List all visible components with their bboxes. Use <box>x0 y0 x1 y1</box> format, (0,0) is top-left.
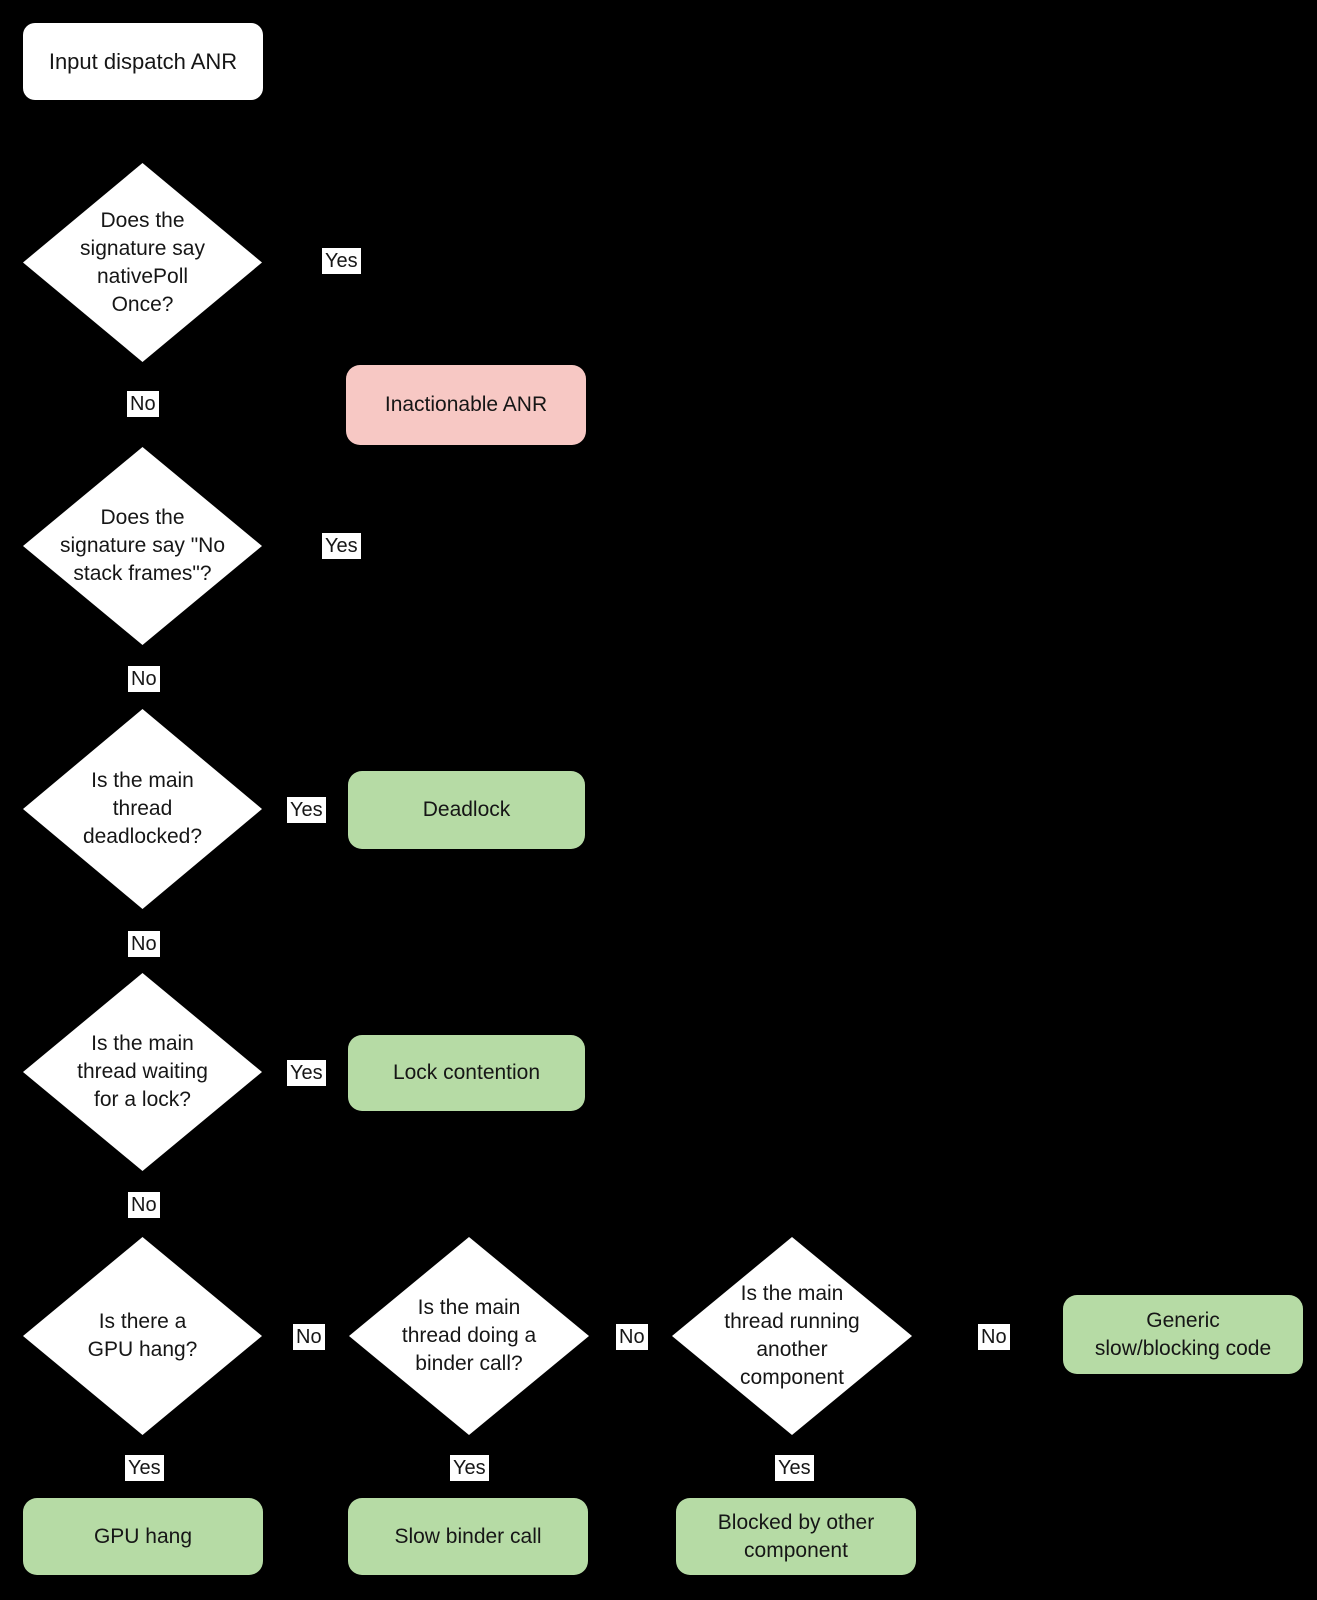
node-label: Deadlock <box>422 798 511 821</box>
decision-main-thread-waiting-lock: Is the main thread waiting for a lock? <box>23 973 262 1171</box>
node-label: Inactionable ANR <box>384 393 548 416</box>
decision-main-thread-deadlocked: Is the main thread deadlocked? <box>23 709 262 909</box>
node-label: GPU hang <box>93 1524 193 1548</box>
node-input-dispatch-anr: Input dispatch ANR <box>23 23 263 100</box>
node-label: Does the signature say nativePoll Once? <box>80 208 205 316</box>
terminal-gpu-hang: GPU hang <box>23 1498 263 1575</box>
terminal-deadlock: Deadlock <box>348 771 585 849</box>
edge-label-no: No <box>127 391 159 417</box>
edge-label-no: No <box>978 1324 1010 1350</box>
node-label: Is the main thread deadlocked? <box>82 769 203 848</box>
edge-label-no: No <box>128 931 160 957</box>
edge-label-no: No <box>293 1324 325 1350</box>
terminal-blocked-by-other-component: Blocked by other component <box>676 1498 916 1575</box>
node-label: Lock contention <box>392 1061 541 1084</box>
terminal-lock-contention: Lock contention <box>348 1035 585 1111</box>
decision-binder-call: Is the main thread doing a binder call? <box>349 1237 589 1435</box>
node-label: Generic slow/blocking code <box>1094 1308 1272 1360</box>
decision-gpu-hang: Is there a GPU hang? <box>23 1237 262 1435</box>
node-label: Input dispatch ANR <box>48 48 238 74</box>
node-label: Blocked by other component <box>717 1510 875 1562</box>
node-label: Slow binder call <box>394 1524 542 1548</box>
edge-label-no: No <box>128 1192 160 1218</box>
node-label: Is the main thread doing a binder call? <box>401 1296 537 1375</box>
edge-label-yes: Yes <box>287 1060 326 1086</box>
edge-label-yes: Yes <box>287 797 326 823</box>
edge-label-yes: Yes <box>322 533 361 559</box>
decision-signature-no-stack-frames: Does the signature say "No stack frames"… <box>23 447 262 645</box>
edge-label-yes: Yes <box>125 1455 164 1481</box>
terminal-inactionable-anr: Inactionable ANR <box>346 365 586 445</box>
decision-signature-nativepollonce: Does the signature say nativePoll Once? <box>23 163 262 362</box>
node-label: Is there a GPU hang? <box>87 1310 198 1361</box>
edge-label-yes: Yes <box>775 1455 814 1481</box>
edge-label-no: No <box>128 666 160 692</box>
decision-running-another-component: Is the main thread running another compo… <box>672 1237 912 1435</box>
node-label: Is the main thread running another compo… <box>724 1282 860 1389</box>
edge-label-yes: Yes <box>450 1455 489 1481</box>
terminal-slow-binder-call: Slow binder call <box>348 1498 588 1575</box>
edge-label-no: No <box>616 1324 648 1350</box>
terminal-generic-slow-blocking-code: Generic slow/blocking code <box>1063 1295 1303 1374</box>
node-label: Does the signature say "No stack frames"… <box>59 506 226 585</box>
node-label: Is the main thread waiting for a lock? <box>77 1032 208 1111</box>
edge-label-yes: Yes <box>322 248 361 274</box>
